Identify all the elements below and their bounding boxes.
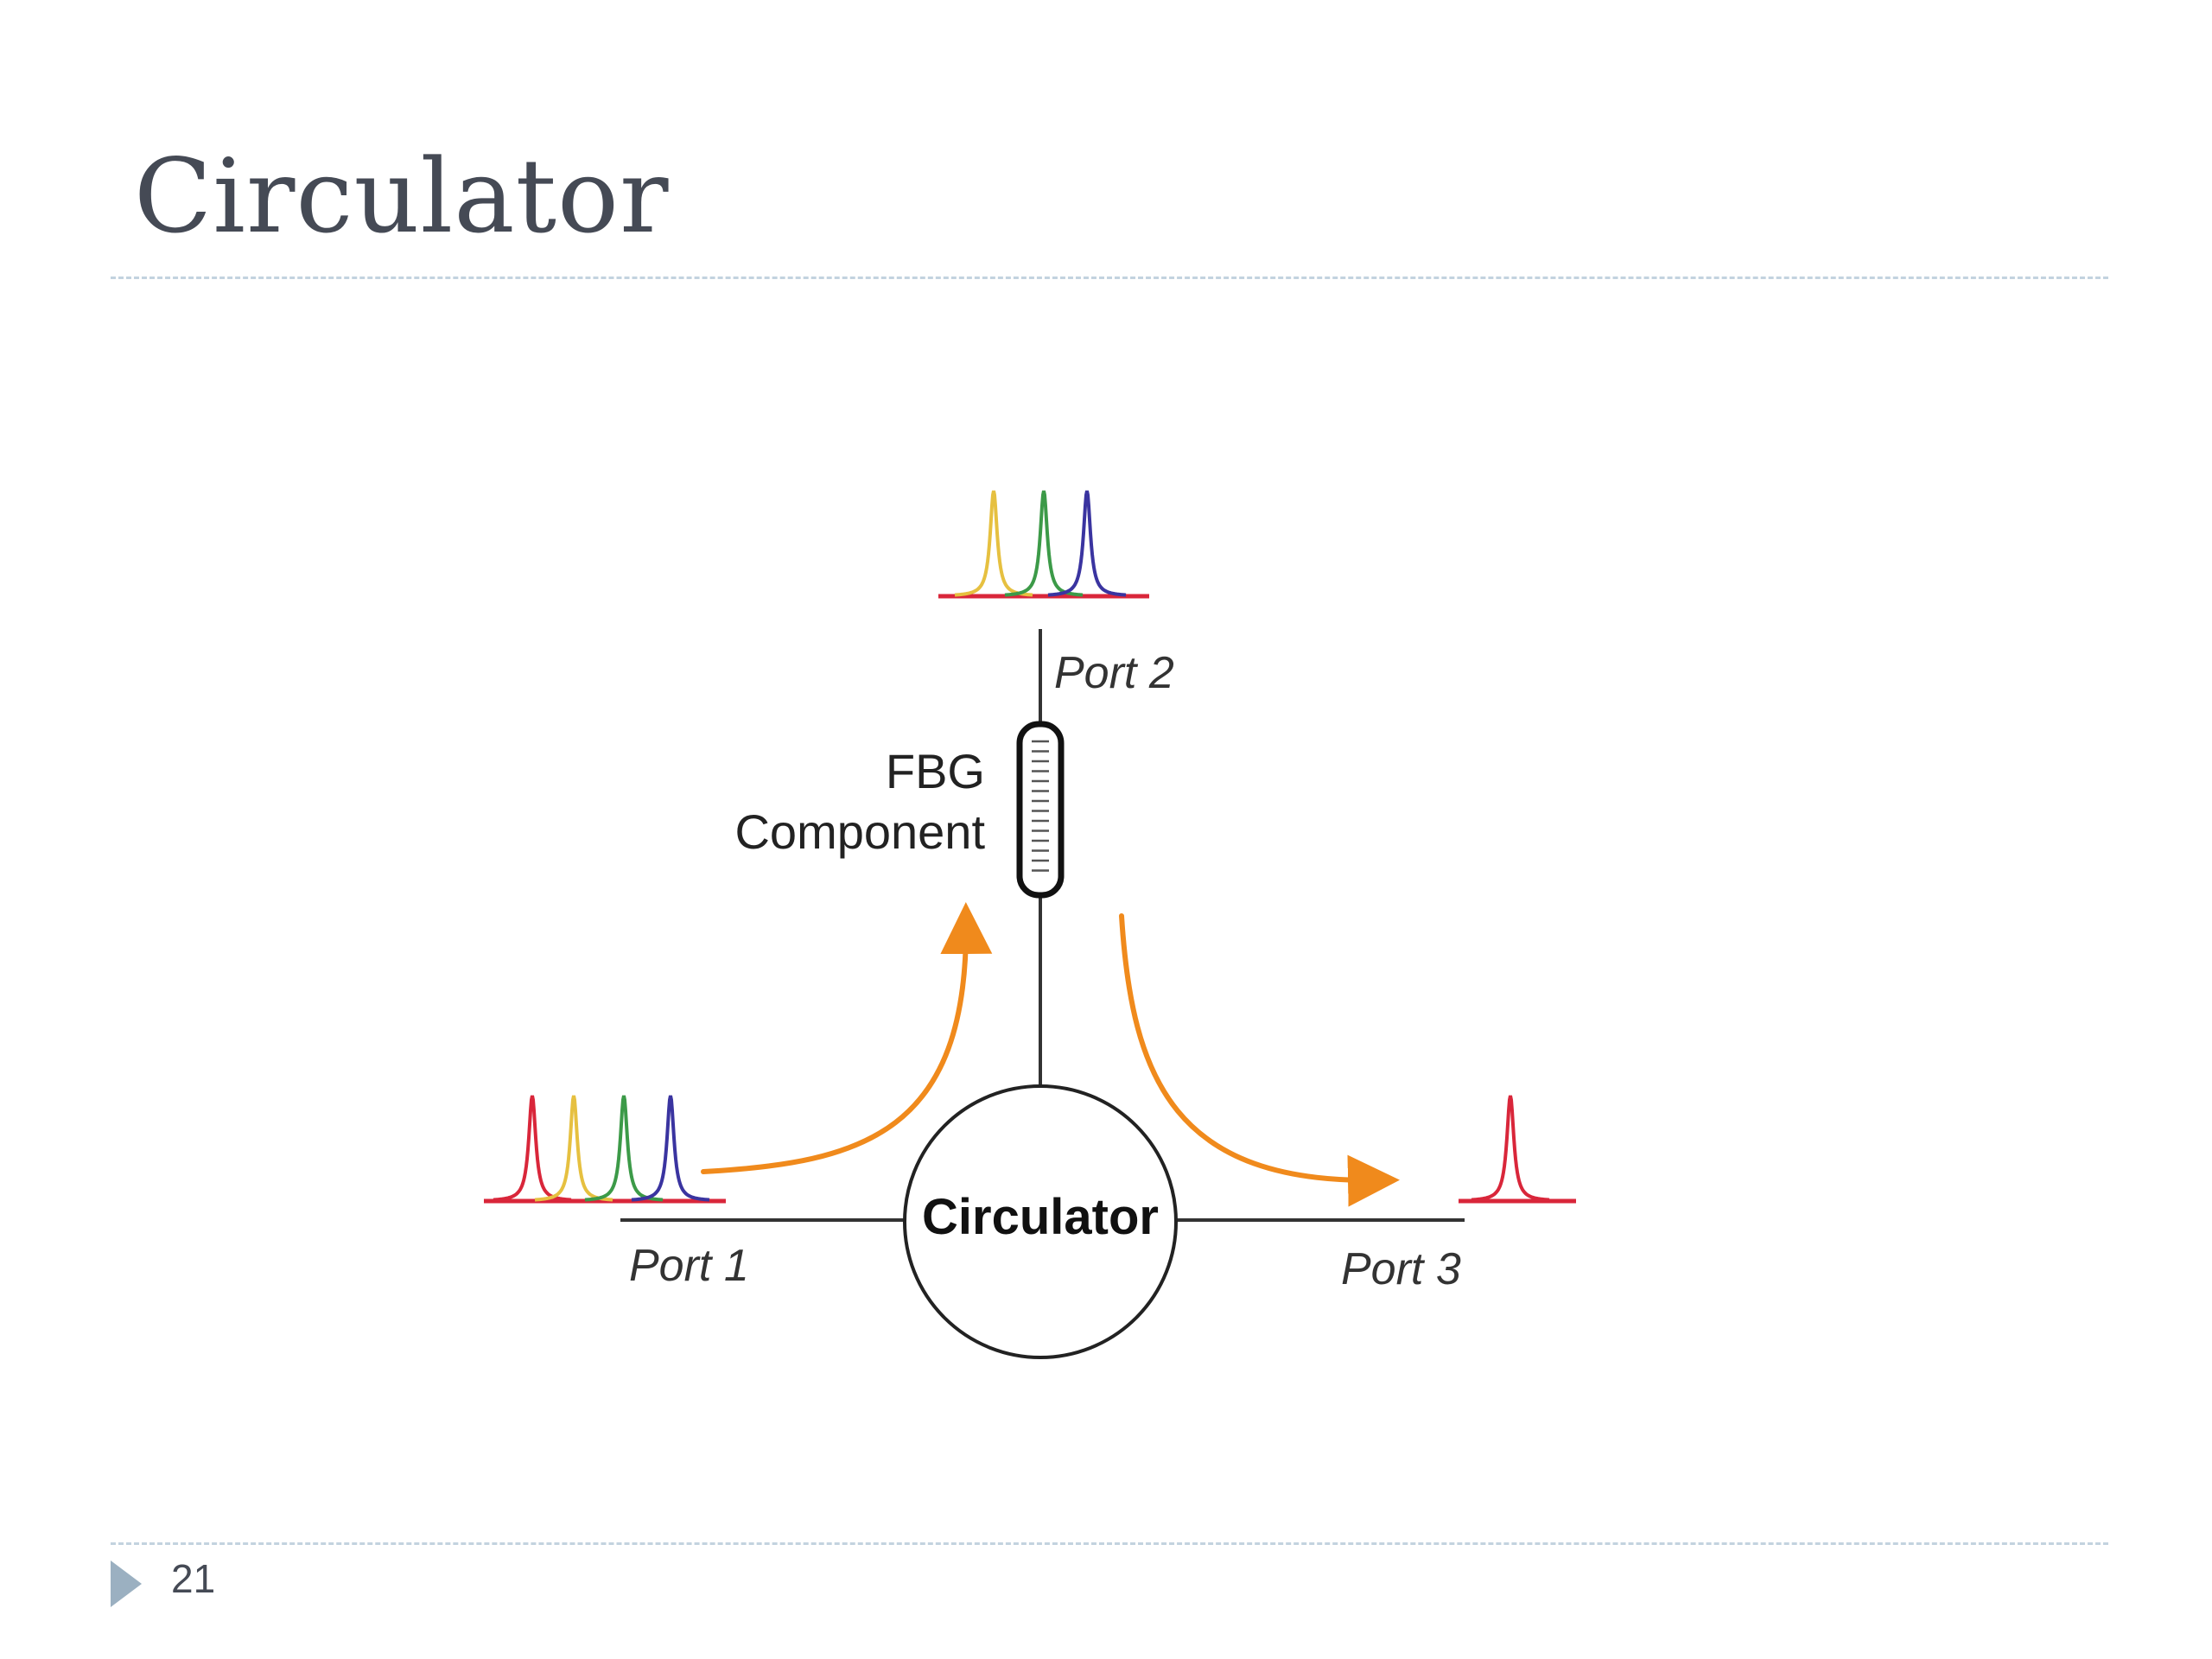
arrow-port2-to-port3 [1119,913,1400,1207]
reflected-spectrum [938,490,1149,599]
spectral-peak-yellow [954,490,1033,597]
port3-label: Port 3 [1341,1244,1461,1294]
spectral-peak-green [1004,490,1084,597]
fbg-label-line1: FBG [886,744,985,798]
port1-label: Port 1 [629,1241,749,1291]
fbg-label-line2: Component [734,804,985,859]
fbg-component [1016,721,1065,899]
spectral-peak-red [1471,1095,1550,1202]
slide-title: Circulator [134,137,670,256]
spectral-peak-red [493,1095,572,1202]
arrow-port1-to-port2 [701,902,993,1174]
title-divider [111,276,2108,279]
spectral-peak-blue [1047,490,1127,597]
input-spectrum [484,1095,726,1204]
footer-divider [111,1542,2108,1545]
circulator-circle [903,1084,1178,1359]
fbg-grating-lines [1032,740,1049,872]
page-number: 21 [171,1556,216,1601]
spectral-peak-yellow [534,1095,613,1202]
output-spectrum [1459,1095,1576,1204]
spectral-peak-blue [631,1095,710,1202]
port2-label: Port 2 [1054,648,1174,698]
footer-triangle-icon [111,1560,142,1607]
spectral-peak-green [584,1095,664,1202]
circulator-label: Circulator [922,1189,1159,1245]
